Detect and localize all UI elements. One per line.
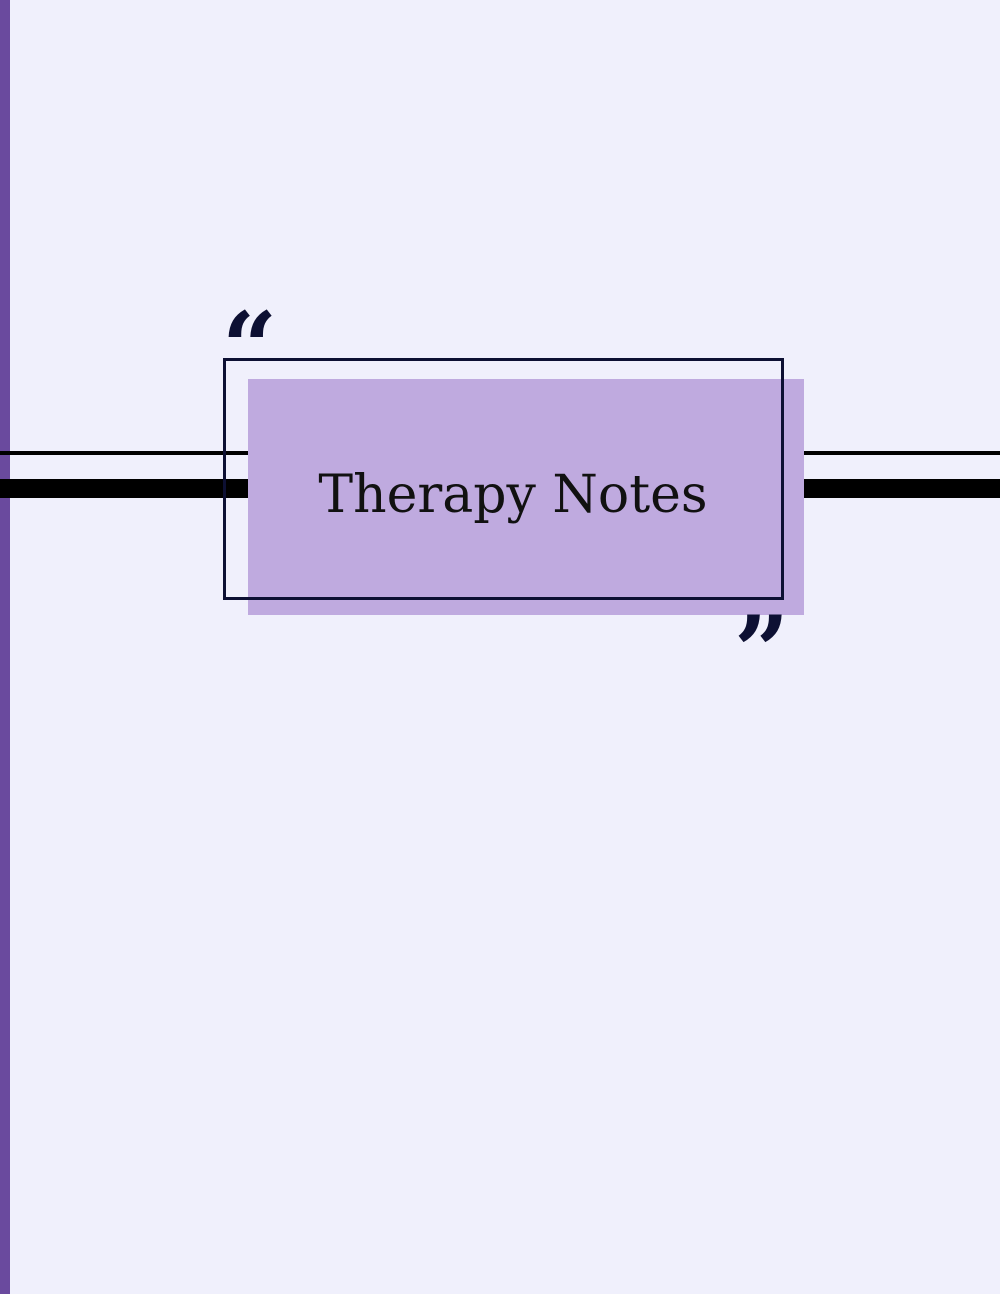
cover-spine-stripe [0,0,10,1294]
close-quote-icon: ” [734,595,790,708]
cover-title: Therapy Notes [318,465,708,525]
open-quote-icon: “ [222,291,278,404]
title-frame-outline [223,358,784,600]
title-background-panel [248,379,804,615]
